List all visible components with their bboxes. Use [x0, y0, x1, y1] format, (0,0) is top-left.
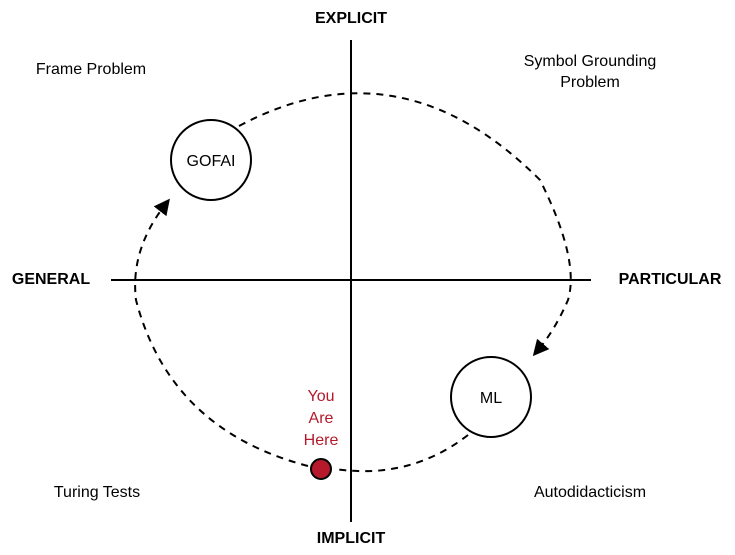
ml-node: ML: [450, 356, 532, 438]
marker-label-you: You: [308, 388, 335, 405]
quadrant-label-frame-problem: Frame Problem: [36, 61, 146, 78]
gofai-label: GOFAI: [187, 153, 236, 170]
quadrant-label-symbol-grounding-line1: Symbol Grounding: [524, 53, 657, 70]
you-are-here-dot: [310, 458, 332, 480]
cycle-path-marker-to-gofai: [134, 198, 309, 467]
ml-circle: [450, 356, 532, 438]
quadrant-label-autodidacticism: Autodidacticism: [534, 484, 646, 501]
axis-label-explicit: EXPLICIT: [315, 10, 387, 27]
axis-label-general: GENERAL: [12, 271, 90, 288]
cycle-path-ml-to-marker: [334, 434, 469, 473]
marker-label-are: Are: [309, 410, 334, 427]
cycle-path-gofai-to-ml: [238, 92, 572, 357]
gofai-node: GOFAI: [170, 119, 252, 201]
quadrant-label-symbol-grounding-line2: Problem: [560, 74, 620, 91]
axis-label-particular: PARTICULAR: [619, 271, 722, 288]
gofai-circle: [170, 119, 252, 201]
marker-label-here: Here: [304, 432, 339, 449]
quadrant-label-turing-tests: Turing Tests: [54, 484, 140, 501]
axis-label-implicit: IMPLICIT: [317, 530, 386, 547]
ml-label: ML: [480, 390, 502, 407]
